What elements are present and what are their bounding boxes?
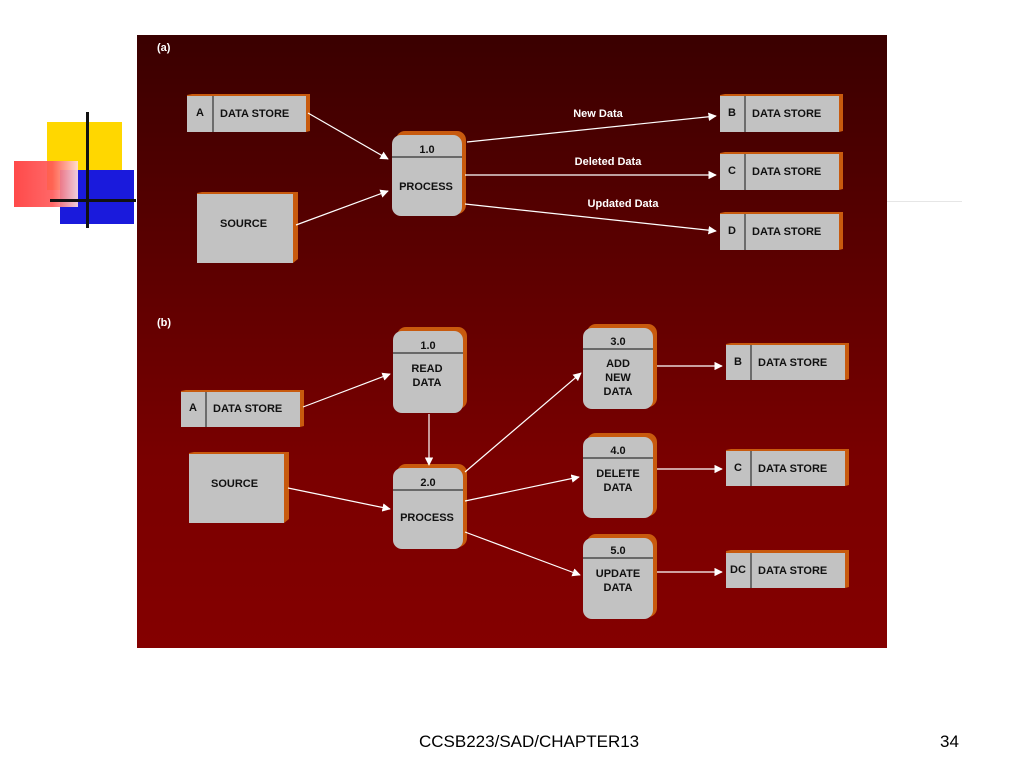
ornament-vertical-line <box>86 112 89 228</box>
flow-process-to-add <box>464 372 582 473</box>
label-updated-data: Updated Data <box>588 198 660 210</box>
store-c-letter: C <box>728 165 736 177</box>
add-line2: NEW <box>605 372 631 384</box>
read-line2: DATA <box>413 377 442 389</box>
update-line1: UPDATE <box>596 568 640 580</box>
store-d-label: DATA STORE <box>752 226 821 238</box>
update-number: 5.0 <box>610 545 625 557</box>
diagram-a-tag: (a) <box>157 42 171 54</box>
diagram-b-read-data: 1.0 READ DATA <box>393 327 467 413</box>
flow-source-to-process <box>295 189 389 226</box>
b-store-b-label: DATA STORE <box>758 357 827 369</box>
ornament-horizontal-line <box>50 199 136 202</box>
b-process-number: 2.0 <box>420 477 435 489</box>
process-number: 1.0 <box>419 144 434 156</box>
flow-new-data <box>466 112 717 143</box>
diagram-a-store-a: A DATA STORE <box>187 94 310 132</box>
diagram-a-store-c: C DATA STORE <box>720 152 843 190</box>
store-c-label: DATA STORE <box>752 166 821 178</box>
diagram-b-store-b: B DATA STORE <box>726 343 849 380</box>
diagram-panel: (a) A DATA STORE SOURCE 1.0 PROCESS B DA… <box>137 35 887 648</box>
store-a-label: DATA STORE <box>220 108 289 120</box>
delete-line1: DELETE <box>596 468 639 480</box>
diagram-b-process: 2.0 PROCESS <box>393 464 467 549</box>
diagram-b-tag: (b) <box>157 317 171 329</box>
diagram-b-add-new-data: 3.0 ADD NEW DATA <box>583 324 657 409</box>
b-store-b-letter: B <box>734 356 742 368</box>
read-line1: READ <box>411 363 442 375</box>
store-d-letter: D <box>728 225 736 237</box>
footer-course-code: CCSB223/SAD/CHAPTER13 <box>419 732 640 751</box>
page-number: 34 <box>940 732 959 751</box>
flow-store-a-to-process <box>307 112 389 160</box>
diagram-b-store-c: C DATA STORE <box>726 449 849 486</box>
add-line3: DATA <box>604 386 633 398</box>
b-source-label: SOURCE <box>211 478 258 490</box>
flow-process-to-update <box>464 531 581 577</box>
label-new-data: New Data <box>573 108 623 120</box>
diagram-a-source: SOURCE <box>197 192 298 263</box>
delete-line2: DATA <box>604 482 633 494</box>
store-b-label: DATA STORE <box>752 108 821 120</box>
read-number: 1.0 <box>420 340 435 352</box>
store-b-letter: B <box>728 107 736 119</box>
b-store-a-label: DATA STORE <box>213 403 282 415</box>
b-store-c-label: DATA STORE <box>758 463 827 475</box>
b-process-name: PROCESS <box>400 512 454 524</box>
b-store-dc-label: DATA STORE <box>758 565 827 577</box>
delete-number: 4.0 <box>610 445 625 457</box>
diagram-b-source: SOURCE <box>189 452 289 523</box>
b-store-a-letter: A <box>189 402 197 414</box>
add-line1: ADD <box>606 358 630 370</box>
diagram-b-store-a: A DATA STORE <box>181 390 304 427</box>
process-name: PROCESS <box>399 181 453 193</box>
update-line2: DATA <box>604 582 633 594</box>
b-store-c-letter: C <box>734 462 742 474</box>
flow-b-store-a-to-read <box>302 372 391 408</box>
data-flow-diagrams: (a) A DATA STORE SOURCE 1.0 PROCESS B DA… <box>157 42 849 619</box>
diagram-a-process: 1.0 PROCESS <box>392 131 466 216</box>
add-number: 3.0 <box>610 336 625 348</box>
source-label: SOURCE <box>220 218 267 230</box>
label-deleted-data: Deleted Data <box>575 156 643 168</box>
ornament-thin-line <box>887 201 962 202</box>
b-store-dc-letter: DC <box>730 564 746 576</box>
diagram-b-store-dc: DC DATA STORE <box>726 550 849 588</box>
diagram-a-store-d: D DATA STORE <box>720 212 843 250</box>
flow-process-to-delete <box>464 474 580 502</box>
diagram-b-delete-data: 4.0 DELETE DATA <box>583 433 657 518</box>
diagram-b-update-data: 5.0 UPDATE DATA <box>583 534 657 619</box>
flow-updated-data <box>464 203 717 235</box>
flow-b-source-to-process <box>287 487 391 512</box>
diagram-a-store-b: B DATA STORE <box>720 94 843 132</box>
store-a-letter: A <box>196 107 204 119</box>
